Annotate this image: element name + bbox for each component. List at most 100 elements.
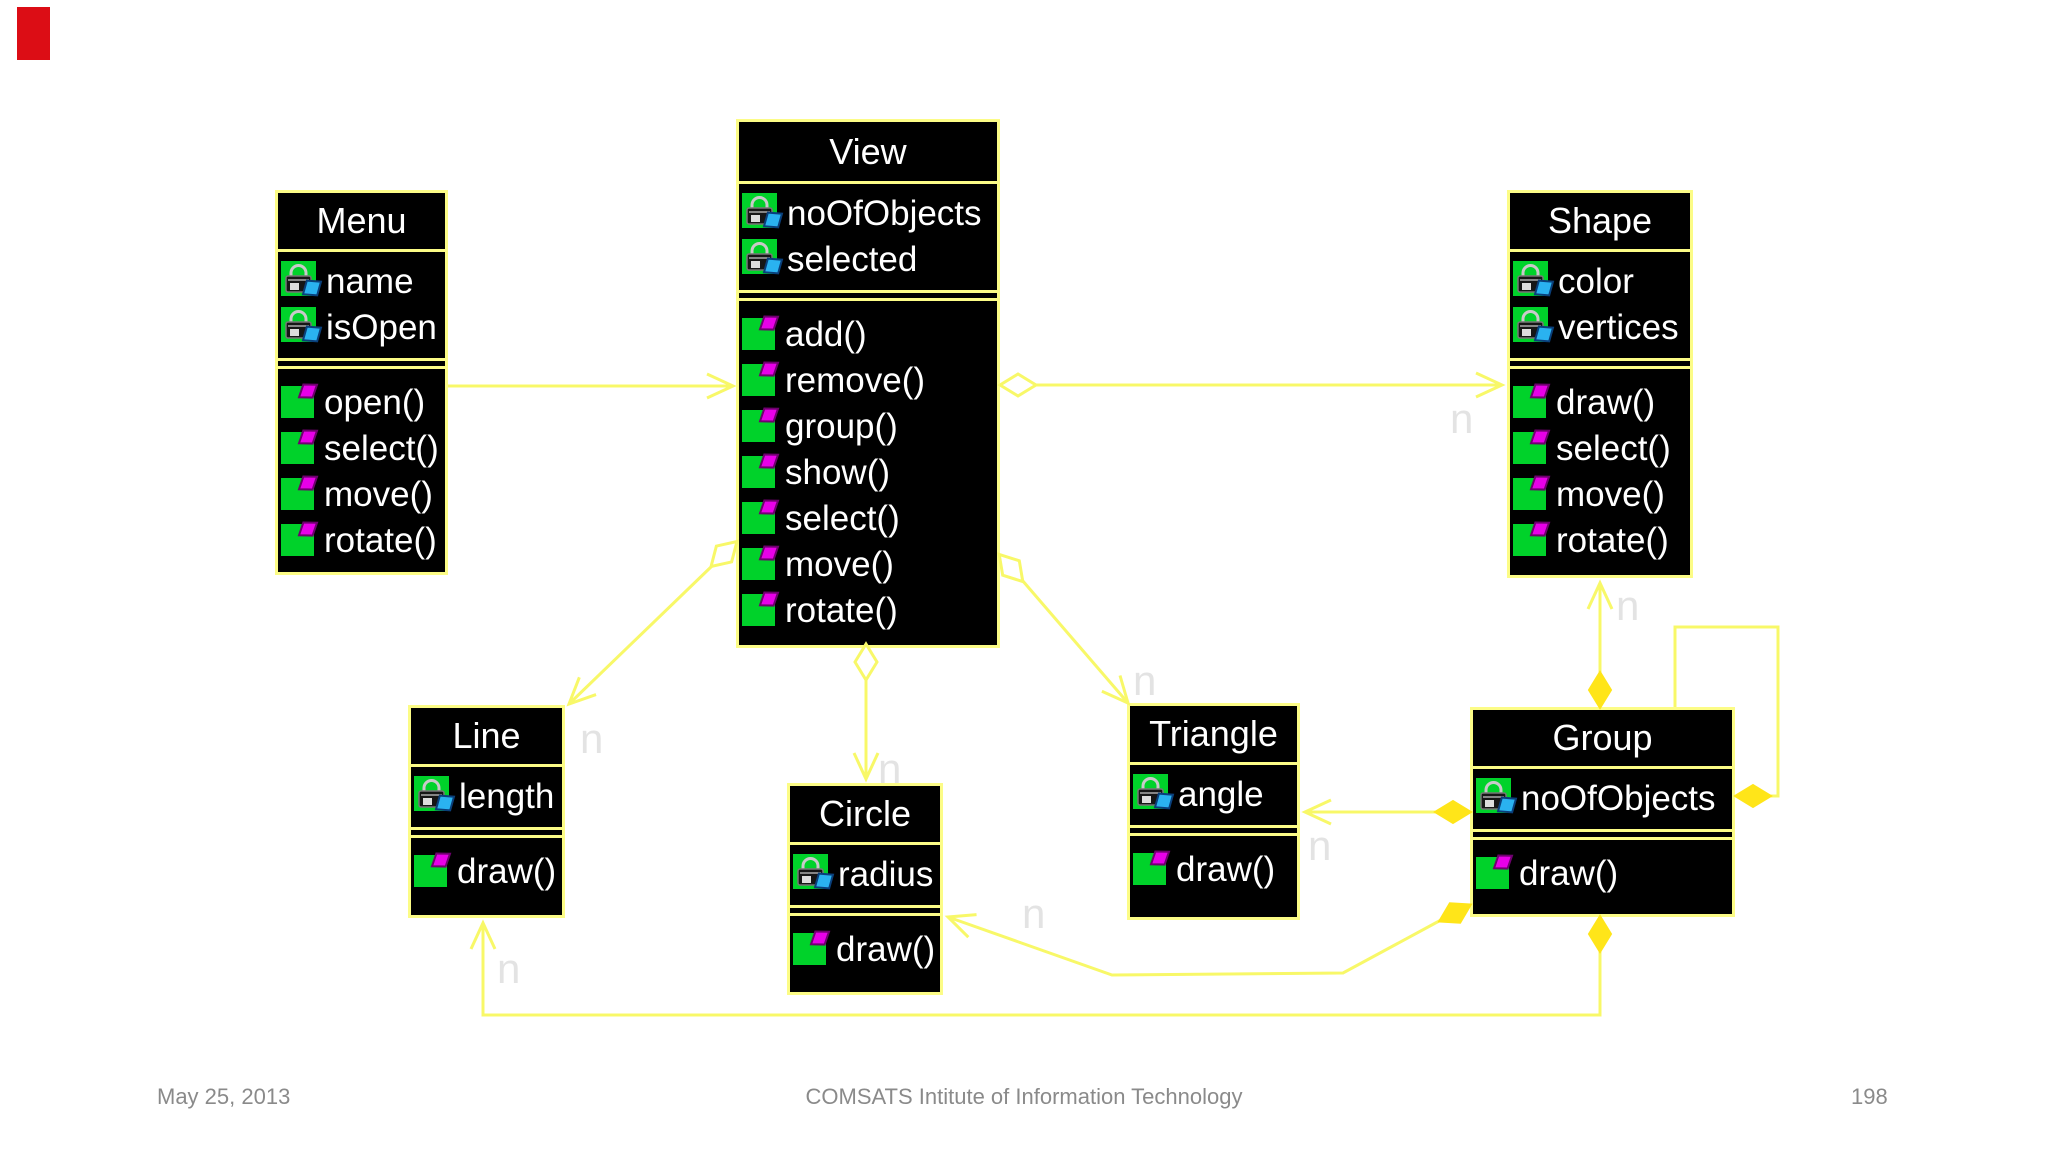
attributes-compartment: length	[411, 767, 562, 830]
method-label: select()	[1556, 428, 1671, 468]
methods-compartment: draw()	[411, 835, 562, 915]
multiplicity-label: n	[497, 945, 521, 992]
method-diamond-icon	[742, 591, 780, 626]
method-label: draw()	[836, 929, 936, 969]
attribute-label: isOpen	[326, 307, 437, 347]
method-row: rotate()	[280, 517, 443, 563]
method-row: move()	[280, 471, 443, 517]
method-diamond-icon	[742, 361, 780, 396]
multiplicity-label: n	[1616, 582, 1640, 629]
method-diamond-icon	[281, 429, 319, 464]
method-row: rotate()	[1512, 517, 1688, 563]
class-title: Triangle	[1130, 706, 1297, 765]
method-diamond-icon	[1513, 475, 1551, 510]
method-row: move()	[741, 541, 995, 587]
attribute-row: color	[1512, 258, 1688, 304]
lock-attribute-icon	[793, 854, 835, 890]
methods-compartment: draw()	[1130, 833, 1297, 917]
attribute-row: isOpen	[280, 304, 443, 350]
method-label: add()	[785, 314, 867, 354]
footer-institution: COMSATS Intitute of Information Technolo…	[805, 1084, 1243, 1109]
lock-attribute-icon	[742, 239, 784, 275]
attributes-compartment: color vertices	[1510, 252, 1690, 361]
footer-date: May 25, 2013	[157, 1084, 291, 1109]
method-row: select()	[1512, 425, 1688, 471]
association-menu-view	[448, 372, 737, 400]
multiplicity-label: n	[1308, 822, 1332, 869]
multiplicity-label: n	[1450, 395, 1474, 442]
attribute-row: radius	[792, 851, 938, 897]
attributes-compartment: angle	[1130, 765, 1297, 828]
method-diamond-icon	[1513, 429, 1551, 464]
method-label: move()	[1556, 474, 1665, 514]
attribute-row: selected	[741, 236, 995, 282]
methods-compartment: open() select() move() rotate()	[278, 366, 445, 572]
method-label: draw()	[1556, 382, 1656, 422]
attribute-label: noOfObjects	[787, 193, 982, 233]
class-title: Group	[1473, 710, 1732, 769]
lock-attribute-icon	[281, 261, 323, 297]
attribute-row: name	[280, 258, 443, 304]
attributes-compartment: noOfObjects	[1473, 769, 1732, 832]
multiplicity-label: n	[1133, 657, 1157, 704]
attribute-row: noOfObjects	[1475, 775, 1730, 821]
class-box-group: Group noOfObjects draw()	[1470, 707, 1735, 917]
attributes-compartment: name isOpen	[278, 252, 445, 361]
attributes-compartment: radius	[790, 845, 940, 908]
class-box-circle: Circle radius draw()	[787, 783, 943, 995]
method-row: move()	[1512, 471, 1688, 517]
aggregation-group-shape	[1586, 579, 1614, 710]
method-diamond-icon	[742, 499, 780, 534]
method-label: rotate()	[324, 520, 437, 560]
attribute-label: name	[326, 261, 414, 301]
method-label: draw()	[1176, 849, 1276, 889]
method-label: rotate()	[1556, 520, 1669, 560]
lock-attribute-icon	[281, 307, 323, 343]
method-label: show()	[785, 452, 891, 492]
method-row: rotate()	[741, 587, 995, 633]
attribute-label: vertices	[1558, 307, 1679, 347]
aggregation-group-triangle	[1301, 798, 1473, 826]
lock-attribute-icon	[1133, 774, 1175, 810]
method-diamond-icon	[1476, 854, 1514, 889]
class-box-triangle: Triangle angle draw()	[1127, 703, 1300, 920]
aggregation-view-triangle	[997, 552, 1131, 706]
class-title: Circle	[790, 786, 940, 845]
method-label: group()	[785, 406, 898, 446]
lock-attribute-icon	[414, 776, 456, 812]
method-diamond-icon	[281, 521, 319, 556]
method-row: add()	[741, 311, 995, 357]
methods-compartment: draw() select() move() rotate()	[1510, 366, 1690, 575]
aggregation-view-circle	[852, 641, 880, 783]
method-label: remove()	[785, 360, 926, 400]
method-row: select()	[741, 495, 995, 541]
method-label: move()	[785, 544, 894, 584]
aggregation-view-line	[566, 539, 740, 707]
method-diamond-icon	[414, 852, 452, 887]
method-label: move()	[324, 474, 433, 514]
attribute-row: vertices	[1512, 304, 1688, 350]
method-label: draw()	[457, 851, 557, 891]
method-diamond-icon	[1133, 850, 1171, 885]
red-accent-bar	[17, 7, 50, 60]
method-row: draw()	[1512, 379, 1688, 425]
class-box-shape: Shape color vertices draw() select()	[1507, 190, 1693, 578]
lock-attribute-icon	[1513, 307, 1555, 343]
attributes-compartment: noOfObjects selected	[739, 184, 997, 293]
method-diamond-icon	[1513, 383, 1551, 418]
class-box-menu: Menu name isOpen open() select()	[275, 190, 448, 575]
class-box-view: View noOfObjects selected add() remove()	[736, 119, 1000, 648]
attribute-label: angle	[1178, 774, 1264, 814]
class-title: Line	[411, 708, 562, 767]
method-label: select()	[785, 498, 900, 538]
lock-attribute-icon	[1513, 261, 1555, 297]
attribute-label: noOfObjects	[1521, 778, 1716, 818]
multiplicity-label: n	[1022, 890, 1046, 937]
attribute-label: color	[1558, 261, 1634, 301]
lock-attribute-icon	[742, 193, 784, 229]
class-box-line: Line length draw()	[408, 705, 565, 918]
method-diamond-icon	[742, 545, 780, 580]
method-diamond-icon	[742, 453, 780, 488]
